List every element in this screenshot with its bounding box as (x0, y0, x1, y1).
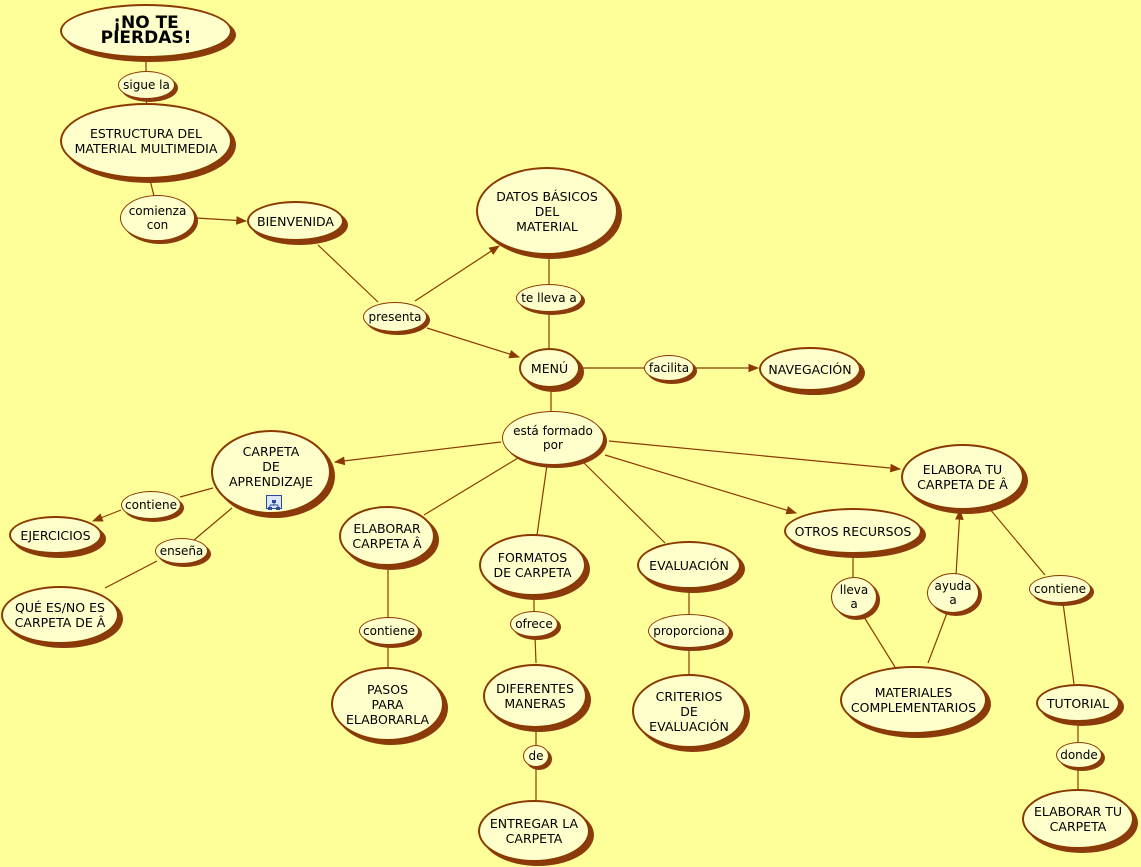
node-elabora-tu[interactable]: ELABORA TU CARPETA DE Â (901, 444, 1024, 510)
line-materiales-ayuda (927, 612, 948, 664)
node-que-es[interactable]: QUÉ ES/NO ES CARPETA DE Â (1, 586, 119, 644)
submap-icon[interactable] (266, 495, 282, 510)
line-comienza-bienvenida (195, 216, 248, 225)
link-facilita[interactable]: facilita (644, 355, 694, 381)
node-materiales[interactable]: MATERIALES COMPLEMENTARIOS (840, 666, 987, 734)
line-bienvenida-presenta (317, 244, 379, 303)
line-ofrece-diferentes (534, 635, 537, 664)
link-te-lleva-a[interactable]: te lleva a (516, 284, 582, 312)
node-pasos[interactable]: PASOS PARA ELABORARLA (331, 667, 444, 741)
link-ensena[interactable]: enseña (155, 538, 208, 564)
node-diferentes-maneras[interactable]: DIFERENTES MANERAS (483, 664, 587, 728)
line-esta-otros (604, 454, 798, 515)
node-datos-basicos[interactable]: DATOS BÁSICOS DEL MATERIAL (476, 167, 618, 255)
line-esta-formatos (536, 464, 548, 536)
node-bienvenida[interactable]: BIENVENIDA (247, 201, 344, 241)
node-navegacion[interactable]: NAVEGACIÓN (759, 347, 861, 391)
node-estructura[interactable]: ESTRUCTURA DEL MATERIAL MULTIMEDIA (60, 103, 232, 179)
line-ensena-quees (104, 560, 158, 589)
link-ayuda-a[interactable]: ayuda a (927, 573, 979, 613)
line-presenta-menu (426, 327, 521, 359)
line-contiene-ejercicios (91, 509, 122, 522)
link-proporciona[interactable]: proporciona (648, 614, 730, 648)
node-ejercicios[interactable]: EJERCICIOS (9, 516, 102, 554)
link-comienza-con[interactable]: comienza con (120, 195, 195, 241)
node-evaluacion[interactable]: EVALUACIÓN (637, 541, 741, 589)
line-esta-elaborar (423, 457, 519, 516)
line-carpeta-contiene (179, 487, 214, 498)
line-presenta-datos (414, 245, 500, 302)
node-elaborar-carpeta[interactable]: ELABORAR CARPETA Â (339, 506, 435, 566)
line-ayuda-elabora (955, 508, 964, 576)
link-lleva-a[interactable]: lleva a (831, 577, 877, 617)
link-donde[interactable]: donde (1056, 742, 1102, 768)
node-tutorial[interactable]: TUTORIAL (1036, 684, 1120, 722)
node-no-te-pierdas[interactable]: ¡NO TE PIERDAS! (60, 4, 232, 58)
line-estructura-comienza (149, 179, 155, 197)
link-presenta[interactable]: presenta (363, 302, 427, 332)
link-sigue-la[interactable]: sigue la (118, 71, 175, 99)
node-otros-recursos[interactable]: OTROS RECURSOS (784, 508, 922, 554)
node-menu[interactable]: MENÚ (519, 348, 580, 388)
submap-icon-glyph (268, 500, 280, 510)
link-de[interactable]: de (523, 745, 549, 767)
line-contiene-tutorial (1062, 602, 1075, 685)
line-esta-carpeta (333, 441, 502, 466)
line-lleva-materiales (863, 616, 896, 668)
line-esta-elabora-tu (608, 440, 902, 473)
link-contiene-2[interactable]: contiene (359, 617, 419, 645)
node-entregar[interactable]: ENTREGAR LA CARPETA (478, 800, 590, 862)
link-esta-formado-por[interactable]: está formado por (502, 411, 604, 465)
link-contiene-3[interactable]: contiene (1029, 575, 1091, 603)
link-contiene-1[interactable]: contiene (121, 491, 181, 519)
line-carpeta-ensena (193, 507, 233, 541)
line-esta-evaluacion (582, 461, 666, 544)
node-elaborar-tu[interactable]: ELABORAR TU CARPETA (1022, 789, 1134, 849)
link-ofrece[interactable]: ofrece (510, 611, 558, 637)
node-formatos[interactable]: FORMATOS DE CARPETA (479, 534, 586, 596)
node-criterios[interactable]: CRITERIOS DE EVALUACIÓN (632, 674, 746, 748)
line-elabora-contiene (988, 507, 1046, 576)
